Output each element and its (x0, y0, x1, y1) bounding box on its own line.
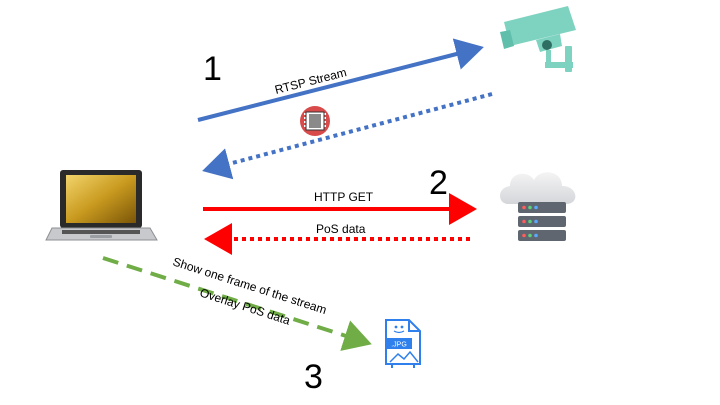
show-frame-arrow (102, 256, 372, 351)
rtsp-stream-return-arrow (202, 92, 493, 180)
step-number-3: 3 (304, 358, 323, 396)
laptop-icon (45, 170, 158, 241)
film-reel-icon (300, 106, 330, 136)
jpg-label: .JPG (391, 342, 407, 349)
jpg-file-icon: .JPG (385, 319, 421, 368)
step-number-1: 1 (203, 50, 222, 88)
cloud-server-icon (500, 172, 576, 241)
http-get-label: HTTP GET (314, 190, 374, 204)
rtsp-request-arrow (197, 38, 484, 122)
step-number-2: 2 (429, 164, 448, 202)
security-camera-icon (500, 6, 576, 72)
pos-data-label: PoS data (316, 222, 366, 236)
